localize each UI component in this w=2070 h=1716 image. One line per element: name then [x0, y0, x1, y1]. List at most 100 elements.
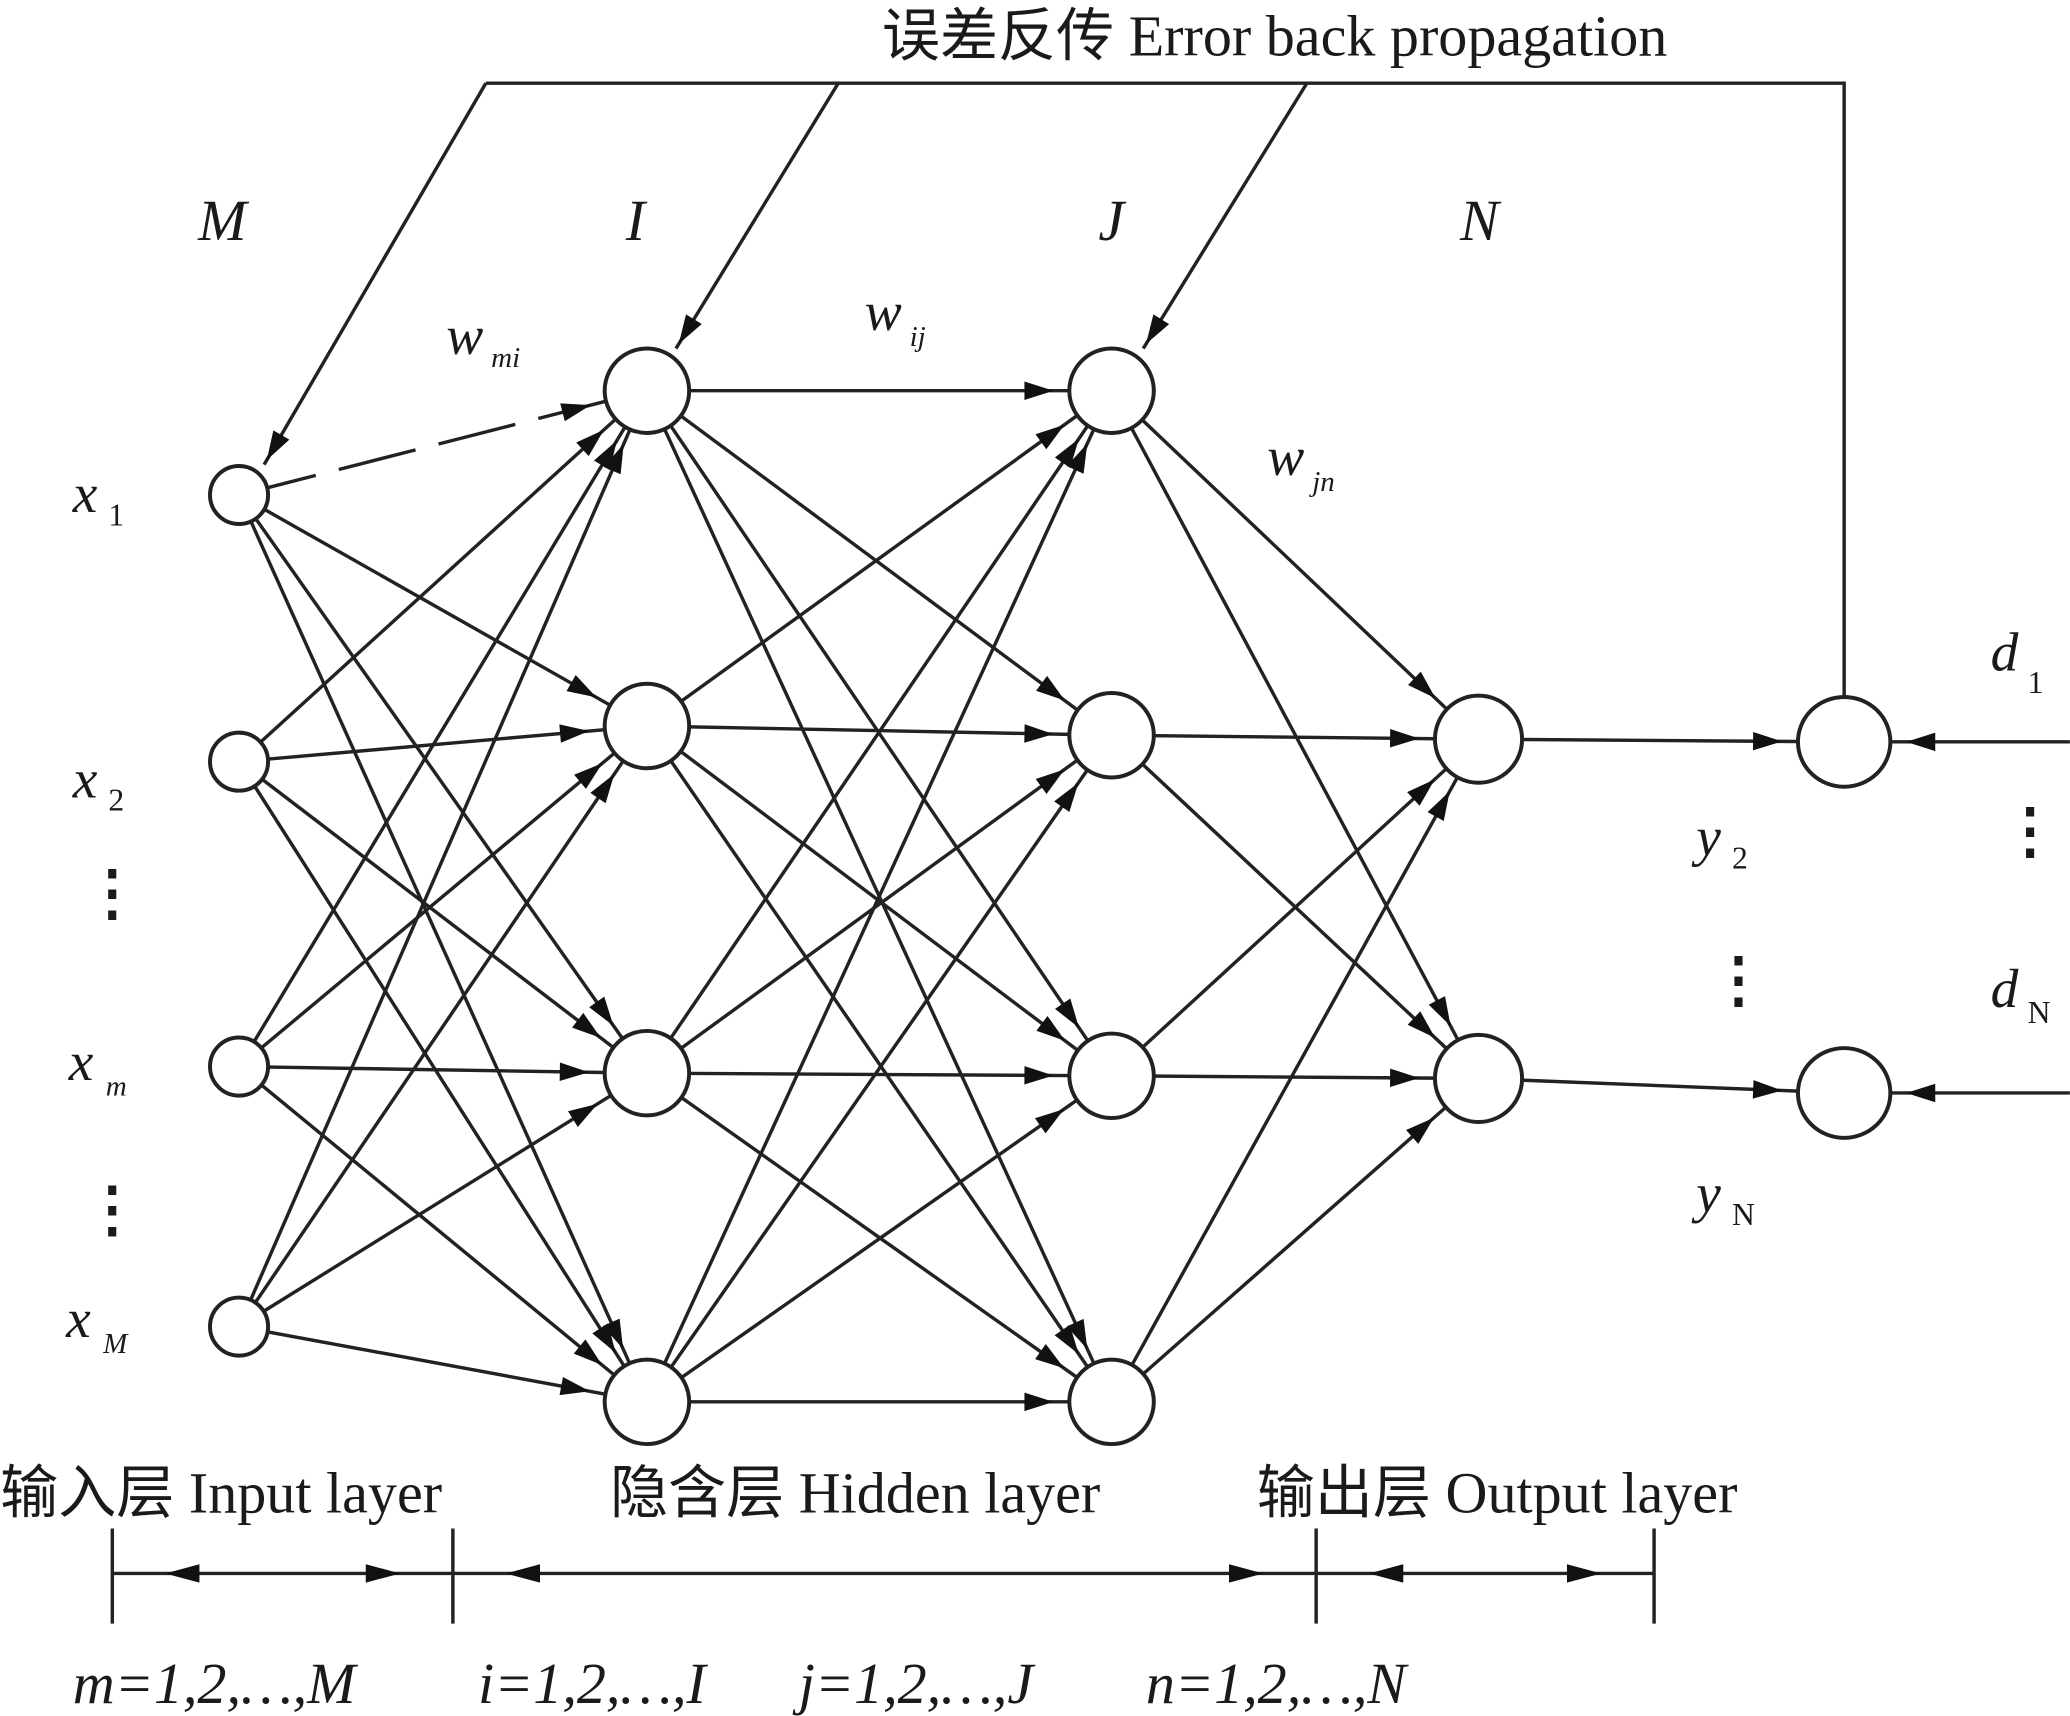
bracket-seg3-right-arrowhead: [1566, 1564, 1602, 1583]
edge-input3-hidden-i3: [239, 1064, 605, 1075]
edge-hidden-j4-output2-arrowhead: [1406, 1117, 1434, 1144]
edge-hidden-j3-output1: [1110, 767, 1448, 1078]
hidden-j-node-2: [1067, 691, 1156, 780]
edge-target1-comparator1-arrowhead: [1906, 732, 1936, 752]
edge-hidden-i4-hidden-j1-arrowhead: [1066, 443, 1088, 474]
svg-text:y: y: [1691, 1163, 1721, 1224]
output-ellipsis: ⋮: [1708, 948, 1769, 1015]
svg-text:2: 2: [1732, 841, 1748, 876]
layer-symbol-hidden-i: I: [625, 188, 648, 253]
hidden-i-node-3: [602, 1028, 692, 1118]
output-node-2: [1432, 1032, 1525, 1124]
edge-hidden-j2-output2: [1110, 733, 1448, 1050]
svg-text:1: 1: [2028, 665, 2044, 700]
edge-hidden-j4-output1: [1110, 776, 1459, 1403]
edge-hidden-i2-hidden-j1-arrowhead: [1035, 424, 1065, 450]
edge-hidden-i2-hidden-j2: [646, 724, 1070, 737]
edge-hidden-j2-output2-arrowhead: [1407, 1011, 1436, 1038]
edge-input1-hidden-i2: [238, 493, 612, 707]
edge-input1-hidden-i4: [237, 494, 632, 1365]
feedback-branch-2-arrowhead: [678, 314, 702, 344]
target-ellipsis: ⋮: [2000, 798, 2061, 865]
svg-text:w: w: [1267, 426, 1304, 487]
edge-input1-hidden-i2-arrowhead: [566, 675, 597, 698]
edge-input1-hidden-i1: [238, 399, 607, 497]
edge-hidden-i3-hidden-j1: [645, 424, 1090, 1075]
layer-label-input: 输入层 Input layer: [0, 1461, 442, 1526]
bracket-seg2-right-arrowhead: [1229, 1564, 1264, 1583]
input-node-2: [208, 730, 271, 793]
edge-input2-hidden-i4-arrowhead: [592, 1323, 616, 1353]
feedback-branch-3: [1141, 82, 1309, 350]
layer-label-hidden: 隐含层 Hidden layer: [610, 1461, 1100, 1526]
neurons: [208, 346, 1893, 1447]
edge-output1-comparator1-arrowhead: [1753, 731, 1783, 751]
edge-hidden-i2-hidden-j4: [645, 725, 1090, 1369]
edge-hidden-j1-output1-arrowhead: [1408, 671, 1436, 699]
edge-input2-hidden-i3: [237, 760, 615, 1049]
edge-hidden-j1-output2: [1110, 389, 1460, 1041]
svg-text:x: x: [68, 1031, 94, 1092]
svg-text:N: N: [1732, 1197, 1755, 1232]
edge-hidden-i3-hidden-j3-arrowhead: [1024, 1066, 1054, 1085]
edge-hidden-i1-hidden-j2-arrowhead: [1036, 675, 1065, 701]
svg-text:w: w: [446, 305, 483, 366]
edge-hidden-i2-hidden-j3: [645, 724, 1079, 1052]
feedback-branch-1-arrowhead: [266, 430, 290, 461]
svg-text:M: M: [102, 1328, 129, 1360]
range-i: i=1,2,…,I: [478, 1651, 709, 1716]
edge-input4-hidden-i3: [238, 1093, 612, 1329]
feedback-branch-1: [262, 82, 488, 466]
edge-hidden-i3-hidden-j4-arrowhead: [1035, 1343, 1065, 1369]
edge-input1-hidden-i3-arrowhead: [589, 996, 614, 1026]
input-ellipsis-1: ⋮: [82, 860, 143, 927]
svg-text:d: d: [1991, 622, 2019, 683]
svg-text:mi: mi: [491, 342, 520, 374]
edge-hidden-i4-hidden-j2: [645, 768, 1089, 1403]
feedback-line: [485, 81, 1846, 699]
hidden-j-node-3: [1067, 1031, 1156, 1121]
comparator-node-1: [1795, 694, 1893, 789]
edge-input4-hidden-i4: [238, 1324, 606, 1396]
layer-symbol-input: M: [197, 188, 250, 253]
svg-text:m: m: [106, 1071, 127, 1103]
bracket-seg1-left-arrowhead: [165, 1564, 200, 1583]
edge-input3-hidden-i3-arrowhead: [559, 1062, 589, 1081]
svg-text:1: 1: [108, 497, 124, 532]
input-node-4: [208, 1295, 271, 1358]
edge-hidden-j4-output2: [1110, 1105, 1447, 1404]
svg-text:N: N: [2028, 995, 2051, 1030]
edge-hidden-i4-hidden-j2-arrowhead: [1054, 782, 1079, 812]
edge-hidden-i3-hidden-j3: [646, 1071, 1070, 1078]
input-node-3: [208, 1035, 271, 1098]
weight-label-wjn: w jn: [1267, 426, 1334, 498]
svg-text:x: x: [72, 748, 98, 809]
bracket-seg1-right-arrowhead: [365, 1564, 401, 1583]
edge-hidden-i4-hidden-j4-arrowhead: [1024, 1392, 1054, 1412]
layer-symbol-output: N: [1459, 188, 1502, 253]
svg-text:x: x: [72, 463, 98, 524]
edge-input1-hidden-i3: [237, 494, 624, 1040]
bracket-seg3-left-arrowhead: [1368, 1564, 1404, 1583]
edge-target2-comparator2-arrowhead: [1906, 1083, 1936, 1103]
edge-input4-hidden-i1: [237, 428, 632, 1328]
hidden-i-node-1: [602, 346, 692, 435]
bracket-seg2-left-arrowhead: [505, 1564, 540, 1583]
range-n: n=1,2,…,N: [1146, 1651, 1410, 1716]
edge-input2-hidden-i2: [238, 727, 605, 764]
edge-hidden-i4-hidden-j3: [645, 1098, 1078, 1404]
layer-extent-bracket: [110, 1528, 1656, 1624]
edge-hidden-i1-hidden-j3: [645, 389, 1090, 1042]
edge-hidden-j3-output2-arrowhead: [1390, 1068, 1420, 1088]
hidden-i-node-2: [602, 681, 692, 771]
comparator-node-2: [1795, 1046, 1893, 1140]
edge-hidden-j2-output1: [1111, 733, 1435, 741]
edge-output1-comparator1: [1478, 737, 1798, 744]
edge-input2-hidden-i1: [237, 417, 617, 763]
edge-input4-hidden-i1-arrowhead: [603, 443, 624, 475]
